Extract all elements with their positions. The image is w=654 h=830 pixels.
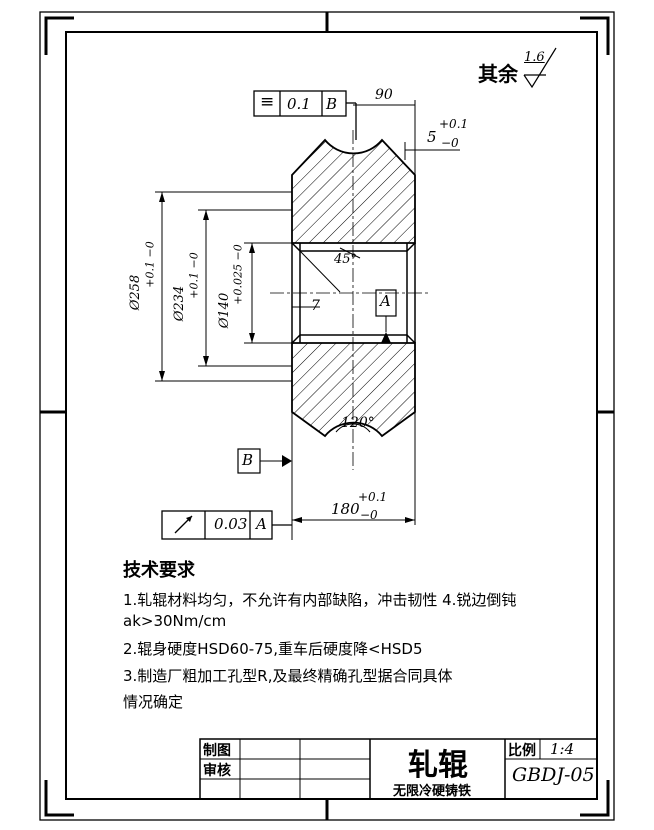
- dim-groove-angle: 120°: [341, 415, 375, 431]
- dim-od-258-tol: +0.1 −0: [143, 241, 157, 288]
- datum-b-triangle: [282, 455, 292, 467]
- note-line-1b: ak>30Nm/cm: [123, 612, 227, 630]
- dim-d-234-tol: +0.1 −0: [187, 252, 201, 299]
- bore-outline: [291, 242, 416, 344]
- dim-120-arc: [335, 423, 371, 433]
- dim-bore-140-tol: +0.025 −0: [231, 244, 245, 305]
- datum-b-label: B: [242, 451, 254, 469]
- dim-groove-depth: 5: [427, 128, 437, 146]
- fcf-top-datum: B: [326, 95, 338, 113]
- title-block: [199, 738, 598, 800]
- corner-marks: [44, 16, 610, 817]
- fcf-runout-datum: A: [256, 515, 267, 533]
- diameter-arrows: [159, 192, 255, 381]
- notes-heading: 技术要求: [123, 560, 195, 581]
- note-line-2: 2.辊身硬度HSD60-75,重车后硬度降<HSD5: [123, 640, 423, 658]
- centre-lines: [270, 130, 430, 470]
- chamfer-leader: [299, 247, 361, 293]
- tb-drawn: 制图: [203, 743, 231, 759]
- tb-scale-label: 比例: [508, 743, 536, 759]
- dim-od-258: Ø258: [128, 274, 144, 311]
- fcf-top-frame: [253, 90, 357, 140]
- datum-a-triangle: [381, 332, 391, 343]
- note-line-3b: 情况确定: [123, 693, 184, 711]
- fcf-runout-tolerance: 0.03: [214, 515, 248, 533]
- dim-total-width: 180: [331, 500, 360, 518]
- roughness-label: 其余: [478, 62, 518, 86]
- centering-marks: [40, 12, 614, 820]
- tb-scale-value: 1:4: [550, 740, 575, 758]
- dim-bore-depth: 7: [311, 298, 320, 314]
- tb-part-name: 轧辊: [408, 748, 468, 783]
- dim-total-upper: +0.1: [358, 490, 388, 504]
- dim-180: [291, 412, 416, 540]
- section-top: [291, 138, 416, 244]
- dim-groove-upper: +0.1: [439, 117, 469, 131]
- datum-a-label: A: [380, 292, 391, 310]
- dim-d-234: Ø234: [172, 285, 188, 322]
- tb-material: 无限冷硬铸铁: [393, 784, 472, 799]
- roughness-symbol: [523, 47, 557, 89]
- dim-total-lower: −0: [360, 508, 378, 522]
- roughness-value: 1.6: [524, 50, 545, 65]
- tb-checked: 审核: [203, 763, 231, 779]
- tb-drawing-no: GBDJ-05: [512, 764, 595, 786]
- section-bottom: [291, 342, 416, 438]
- fcf-top-tolerance: 0.1: [287, 95, 311, 113]
- note-line-1: 1.轧辊材料均匀，不允许有内部缺陷，冲击韧性 4.锐边倒钝: [123, 591, 517, 609]
- dim-bore-140: Ø140: [217, 292, 233, 329]
- dim-groove: [404, 142, 460, 160]
- dim-chamfer-angle: 45°: [334, 252, 358, 267]
- flatness-icon: ≡: [260, 92, 275, 112]
- dim-top-width: 90: [375, 87, 393, 103]
- dim-groove-lower: −0: [441, 136, 459, 150]
- dim-90: [353, 100, 416, 175]
- note-line-3: 3.制造厂粗加工孔型R,及最终精确孔型据合同具体: [123, 667, 453, 685]
